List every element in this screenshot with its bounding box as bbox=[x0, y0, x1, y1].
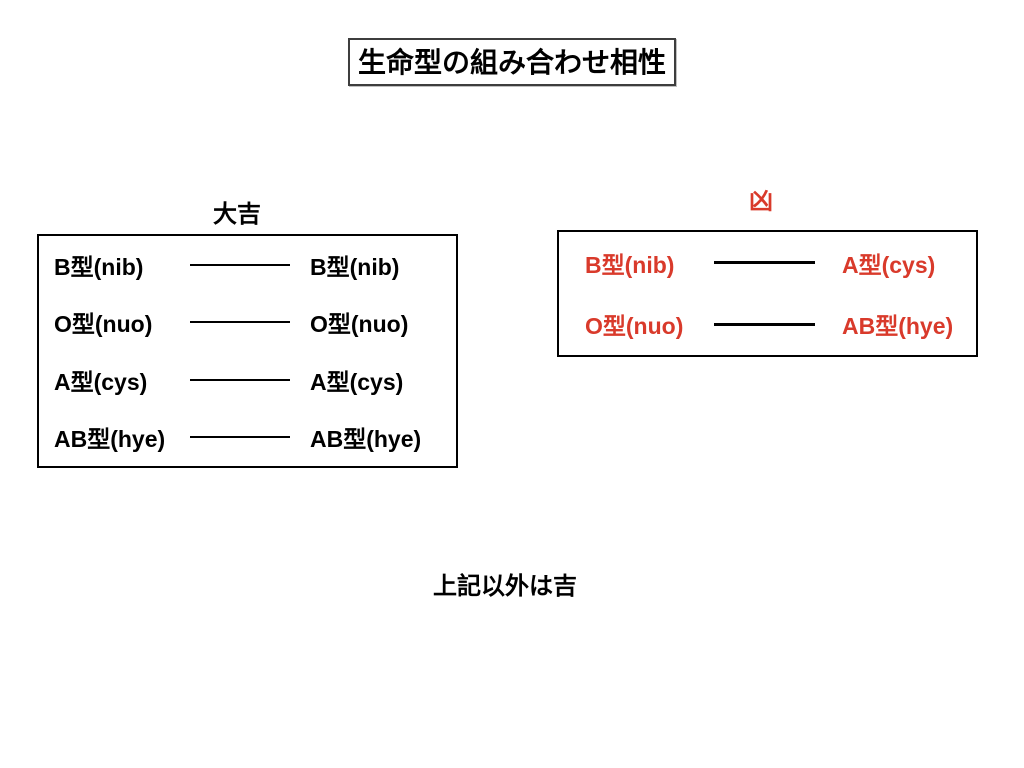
connector-line bbox=[190, 378, 290, 381]
good-pair-row-4: AB型(hye) AB型(hye) bbox=[54, 420, 441, 454]
connector-line bbox=[190, 436, 290, 439]
good-section-label: 大吉 bbox=[213, 201, 261, 228]
good-pair-row-3: A型(cys) A型(cys) bbox=[54, 363, 441, 397]
connector-line bbox=[714, 261, 815, 265]
pair-left-label: B型(nib) bbox=[585, 251, 675, 278]
pair-right-label: B型(nib) bbox=[310, 253, 400, 280]
pair-right-label: A型(cys) bbox=[310, 368, 404, 395]
connector-line bbox=[714, 322, 815, 326]
page-title: 生命型の組み合わせ相性 bbox=[357, 47, 667, 78]
pair-left-label: A型(cys) bbox=[54, 368, 148, 395]
pair-right-label: A型(cys) bbox=[842, 251, 936, 278]
title-box: 生命型の組み合わせ相性 bbox=[347, 38, 677, 86]
good-pairs-box: B型(nib) B型(nib) O型(nuo) O型(nuo) A型(cys) … bbox=[37, 234, 458, 468]
pair-right-label: O型(nuo) bbox=[310, 311, 409, 338]
connector-line bbox=[190, 263, 290, 266]
pair-left-label: O型(nuo) bbox=[585, 313, 684, 340]
bad-pair-row-2: O型(nuo) AB型(hye) bbox=[585, 307, 954, 341]
connector-line bbox=[190, 321, 290, 324]
bad-pair-row-1: B型(nib) A型(cys) bbox=[585, 246, 950, 280]
footer-note: 上記以外は吉 bbox=[433, 573, 577, 600]
pair-left-label: AB型(hye) bbox=[54, 426, 166, 453]
bad-pairs-box: B型(nib) A型(cys) O型(nuo) AB型(hye) bbox=[557, 230, 978, 357]
pair-right-label: AB型(hye) bbox=[310, 426, 422, 453]
good-pair-row-2: O型(nuo) O型(nuo) bbox=[54, 305, 441, 339]
pair-right-label: AB型(hye) bbox=[842, 313, 954, 340]
pair-left-label: O型(nuo) bbox=[54, 311, 153, 338]
pair-left-label: B型(nib) bbox=[54, 253, 144, 280]
good-pair-row-1: B型(nib) B型(nib) bbox=[54, 248, 441, 282]
bad-section-label: 凶 bbox=[749, 188, 773, 215]
